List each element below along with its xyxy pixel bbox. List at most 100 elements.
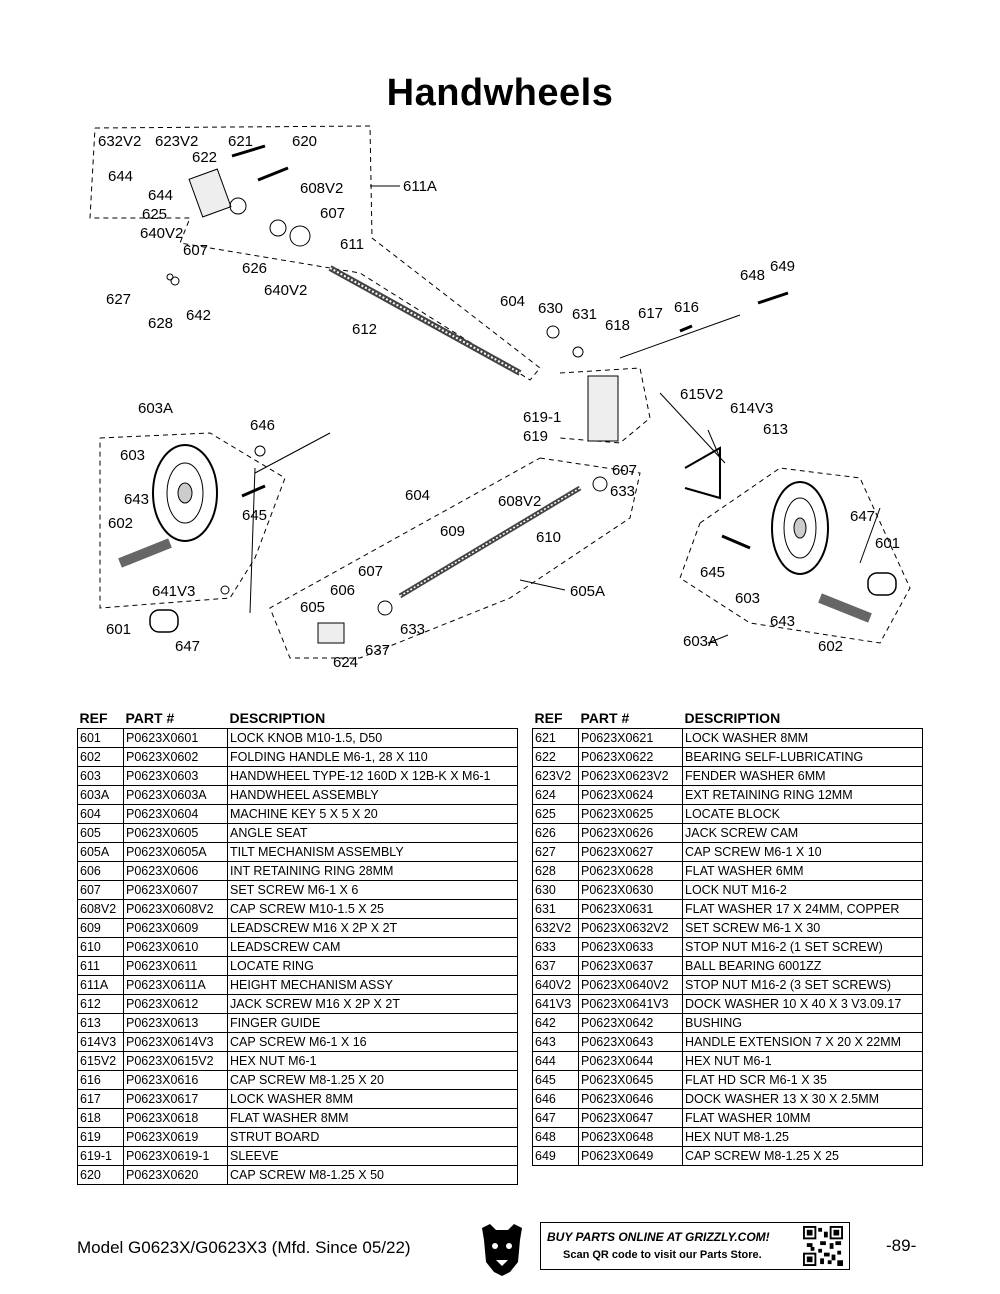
- callout: 623V2: [155, 133, 198, 150]
- page-number: -89-: [886, 1236, 917, 1255]
- callout: 613: [763, 421, 788, 438]
- part-number-cell: P0623X0609: [123, 918, 228, 938]
- description-cell: LOCK WASHER 8MM: [227, 1089, 518, 1109]
- description-cell: SET SCREW M6-1 X 30: [682, 918, 923, 938]
- part-number-cell: P0623X0637: [578, 956, 683, 976]
- callout: 647: [850, 508, 875, 525]
- description-cell: LOCK NUT M16-2: [682, 880, 923, 900]
- callout: 607: [358, 563, 383, 580]
- ref-cell: 609: [77, 918, 124, 938]
- ref-cell: 607: [77, 880, 124, 900]
- description-cell: DOCK WASHER 13 X 30 X 2.5MM: [682, 1089, 923, 1109]
- description-cell: LOCK WASHER 8MM: [682, 728, 923, 748]
- description-cell: HEIGHT MECHANISM ASSY: [227, 975, 518, 995]
- description-cell: CAP SCREW M10-1.5 X 25: [227, 899, 518, 919]
- ref-cell: 611A: [77, 975, 124, 995]
- callout: 604: [500, 293, 525, 310]
- callout: 637: [365, 642, 390, 659]
- callout: 643: [124, 491, 149, 508]
- ref-cell: 605: [77, 823, 124, 843]
- ref-cell: 642: [532, 1013, 579, 1033]
- part-number-cell: P0623X0644: [578, 1051, 683, 1071]
- parts-store-promo[interactable]: BUY PARTS ONLINE AT GRIZZLY.COM! Scan QR…: [540, 1222, 850, 1270]
- ref-cell: 625: [532, 804, 579, 824]
- callout: 611A: [403, 178, 437, 195]
- description-cell: HANDWHEEL ASSEMBLY: [227, 785, 518, 805]
- callout: 608V2: [300, 180, 343, 197]
- description-cell: BALL BEARING 6001ZZ: [682, 956, 923, 976]
- description-cell: FOLDING HANDLE M6-1, 28 X 110: [227, 747, 518, 767]
- description-cell: JACK SCREW CAM: [682, 823, 923, 843]
- description-cell: LOCATE RING: [227, 956, 518, 976]
- description-cell: HANDLE EXTENSION 7 X 20 X 22MM: [682, 1032, 923, 1052]
- description-cell: FLAT WASHER 8MM: [227, 1108, 518, 1128]
- ref-cell: 637: [532, 956, 579, 976]
- callout: 633: [400, 621, 425, 638]
- description-header: DESCRIPTION: [684, 710, 781, 726]
- ref-cell: 613: [77, 1013, 124, 1033]
- callout: 624: [333, 654, 358, 671]
- ref-cell: 622: [532, 747, 579, 767]
- promo-subtext: Scan QR code to visit our Parts Store.: [563, 1249, 762, 1261]
- description-cell: FINGER GUIDE: [227, 1013, 518, 1033]
- ref-cell: 624: [532, 785, 579, 805]
- callout: 617: [638, 305, 663, 322]
- callout: 602: [818, 638, 843, 655]
- description-cell: CAP SCREW M6-1 X 10: [682, 842, 923, 862]
- ref-cell: 606: [77, 861, 124, 881]
- part-number-cell: P0623X0645: [578, 1070, 683, 1090]
- callout: 602: [108, 515, 133, 532]
- callout: 641V3: [152, 583, 195, 600]
- callout: 606: [330, 582, 355, 599]
- ref-cell: 621: [532, 728, 579, 748]
- right-handle-shape: [818, 593, 872, 623]
- description-cell: LOCK KNOB M10-1.5, D50: [227, 728, 518, 748]
- part-number-cell: P0623X0642: [578, 1013, 683, 1033]
- ref-cell: 627: [532, 842, 579, 862]
- description-cell: DOCK WASHER 10 X 40 X 3 V3.09.17: [682, 994, 923, 1014]
- callout: 645: [700, 564, 725, 581]
- description-cell: LOCATE BLOCK: [682, 804, 923, 824]
- ref-cell: 615V2: [77, 1051, 124, 1071]
- callout: 640V2: [140, 225, 183, 242]
- ref-cell: 601: [77, 728, 124, 748]
- callout: 627: [106, 291, 131, 308]
- part-number-cell: P0623X0643: [578, 1032, 683, 1052]
- ref-cell: 632V2: [532, 918, 579, 938]
- left-handwheel-shape: [152, 444, 218, 542]
- ref-cell: 620: [77, 1165, 124, 1185]
- description-cell: CAP SCREW M8-1.25 X 20: [227, 1070, 518, 1090]
- part-number-cell: P0623X0616: [123, 1070, 228, 1090]
- ref-cell: 644: [532, 1051, 579, 1071]
- part-number-cell: P0623X0608V2: [123, 899, 228, 919]
- ref-cell: 640V2: [532, 975, 579, 995]
- qr-code-icon[interactable]: [803, 1226, 843, 1266]
- part-number-cell: P0623X0618: [123, 1108, 228, 1128]
- part-number-cell: P0623X0605: [123, 823, 228, 843]
- part-number-cell: P0623X0624: [578, 785, 683, 805]
- ref-cell: 608V2: [77, 899, 124, 919]
- left-handwheel-outline: [99, 432, 286, 609]
- locate-block-shape: [188, 168, 232, 218]
- callout: 642: [186, 307, 211, 324]
- page-title: Handwheels: [386, 72, 614, 114]
- height-assembly-outline: [89, 125, 541, 381]
- callout: 631: [572, 306, 597, 323]
- part-number-cell: P0623X0649: [578, 1146, 683, 1166]
